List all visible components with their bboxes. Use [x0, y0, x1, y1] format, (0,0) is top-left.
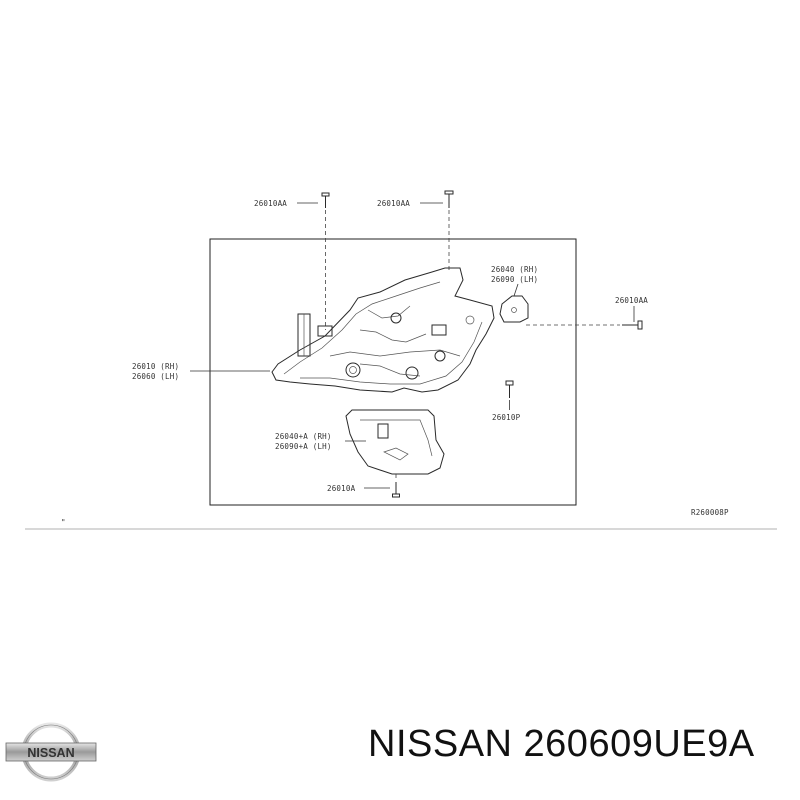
label-lower-bracket-lh: 26090+A (LH): [275, 442, 332, 451]
diagram-frame: [209, 238, 577, 506]
label-bracket-rh: 26040 (RH): [491, 265, 538, 274]
headlamp-assembly: [271, 267, 495, 393]
label-assembly-rh: 26010 (RH): [132, 362, 179, 371]
label-bolt-mid-top: 26010AA: [377, 199, 410, 208]
logo-wordmark: NISSAN: [27, 746, 74, 760]
label-bolt-left-top: 26010AA: [254, 199, 287, 208]
bolt-mid-top: [420, 190, 454, 270]
bolt-bottom: [364, 474, 400, 498]
label-bolt-bottom: 26010A: [327, 484, 356, 493]
nissan-logo-icon: NISSAN: [5, 722, 97, 782]
label-lower-bracket-rh: 26040+A (RH): [275, 432, 332, 441]
bolt-left-top: [297, 192, 330, 330]
drawing-code: R260008P: [691, 508, 729, 517]
stray-mark: ": [61, 518, 66, 527]
label-bolt-right: 26010AA: [615, 296, 648, 305]
label-assembly-lh: 26060 (LH): [132, 372, 179, 381]
part-title: NISSAN 260609UE9A: [368, 723, 755, 765]
label-bracket-lh: 26090 (LH): [491, 275, 538, 284]
bracket-lower: [345, 409, 445, 475]
bracket-upper-right: [499, 283, 529, 323]
bolt-right: [526, 306, 643, 330]
clip: [505, 380, 514, 410]
label-clip: 26010P: [492, 413, 521, 422]
